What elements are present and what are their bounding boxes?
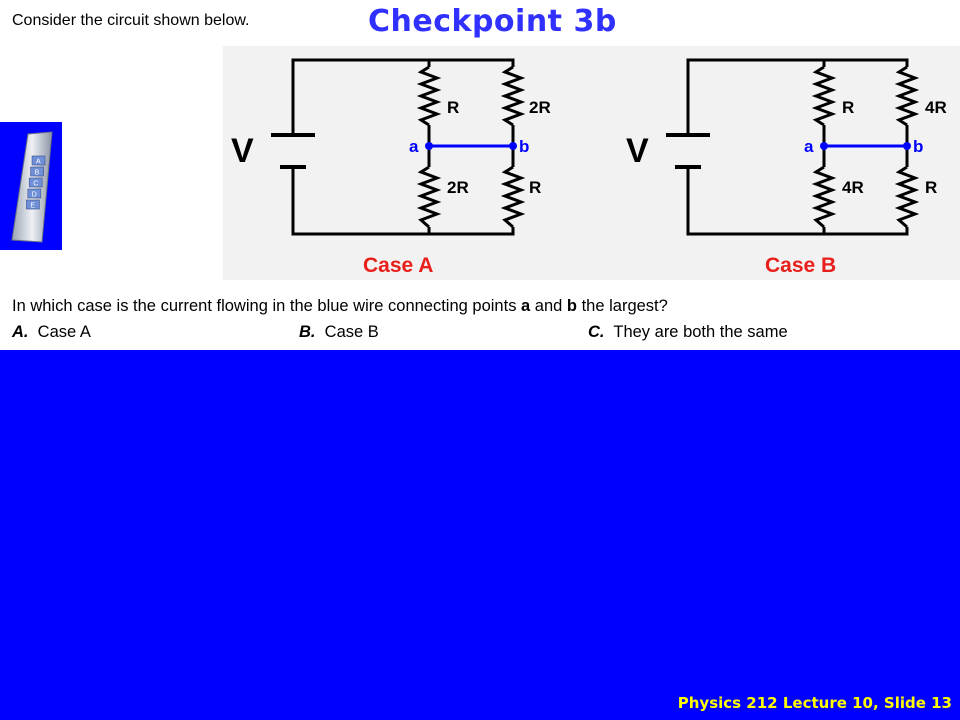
question-mid: and [530,297,567,315]
case-a-resistor-top-right [500,65,526,127]
option-letter: B. [299,323,316,341]
case-a-label-top-left: R [447,98,459,117]
case-b-resistor-bottom-right [894,165,920,229]
case-b-label-bottom-right: R [925,178,937,197]
clicker-key-label: A [36,159,41,166]
case-b-node-a-label: a [804,137,814,156]
question-pre: In which case is the current flowing in … [12,297,522,315]
clicker-key [31,155,46,166]
case-a-node-b-label: b [519,137,529,156]
question-point-b: b [566,297,578,315]
case-b-resistor-top-right [894,65,920,127]
circuit-case-a: V R 2R 2R R a b Case A [231,58,551,277]
slide-title: Checkpoint 3b [368,4,617,39]
option-letter: C. [588,323,605,341]
answer-option-a[interactable]: A. Case A [12,323,91,342]
option-letter: A. [12,323,29,341]
case-b-caption: Case B [765,254,836,277]
clicker-key-label: C [33,181,38,188]
case-b-label-bottom-left: 4R [842,178,864,197]
clicker-key-label: E [30,203,35,210]
case-a-label-bottom-left: 2R [447,178,469,197]
question-text: In which case is the current flowing in … [12,297,668,316]
case-a-label-bottom-right: R [529,178,541,197]
case-b-node-a [820,142,828,150]
case-b-resistor-bottom-left [811,165,837,229]
case-a-voltage-label: V [231,132,254,170]
clicker-key [27,188,42,199]
circuit-figure: V R 2R 2R R a b Case A V R 4R 4R R a b C… [231,58,947,277]
case-a-resistor-bottom-left [416,165,442,229]
slide-blue-band [0,350,960,720]
answer-option-c[interactable]: C. They are both the same [588,323,788,342]
case-b-resistor-top-left [811,65,837,127]
case-b-label-top-right: 4R [925,98,947,117]
case-a-node-a [425,142,433,150]
case-b-top-wire [686,58,909,135]
question-post: the largest? [577,297,668,315]
case-a-node-a-label: a [409,137,419,156]
clicker-key [30,166,44,177]
intro-text: Consider the circuit shown below. [12,12,250,29]
clicker-key-label: B [35,170,40,177]
question-point-a: a [521,297,531,315]
case-b-label-top-left: R [842,98,854,117]
circuit-case-b: V R 4R 4R R a b Case B [626,58,947,277]
case-a-caption: Case A [363,254,433,277]
case-a-resistor-top-left [416,65,442,127]
case-b-node-b-label: b [913,137,923,156]
case-a-bottom-wire [291,167,515,236]
clicker-key-label: D [32,192,37,199]
case-b-voltage-label: V [626,132,649,170]
clicker-key [26,199,40,210]
case-a-node-b [509,142,517,150]
case-a-label-top-right: 2R [529,98,551,117]
case-b-node-b [903,142,911,150]
option-text: They are both the same [613,323,788,341]
answer-option-b[interactable]: B. Case B [299,323,379,342]
option-text: Case B [324,323,379,341]
slide-footer: Physics 212 Lecture 10, Slide 13 [677,694,952,712]
case-b-bottom-wire [686,167,909,236]
option-text: Case A [37,323,91,341]
circuit-figure-background [223,46,960,280]
clicker-key [28,177,43,188]
case-a-top-wire [291,58,515,135]
case-a-resistor-bottom-right [500,165,526,229]
